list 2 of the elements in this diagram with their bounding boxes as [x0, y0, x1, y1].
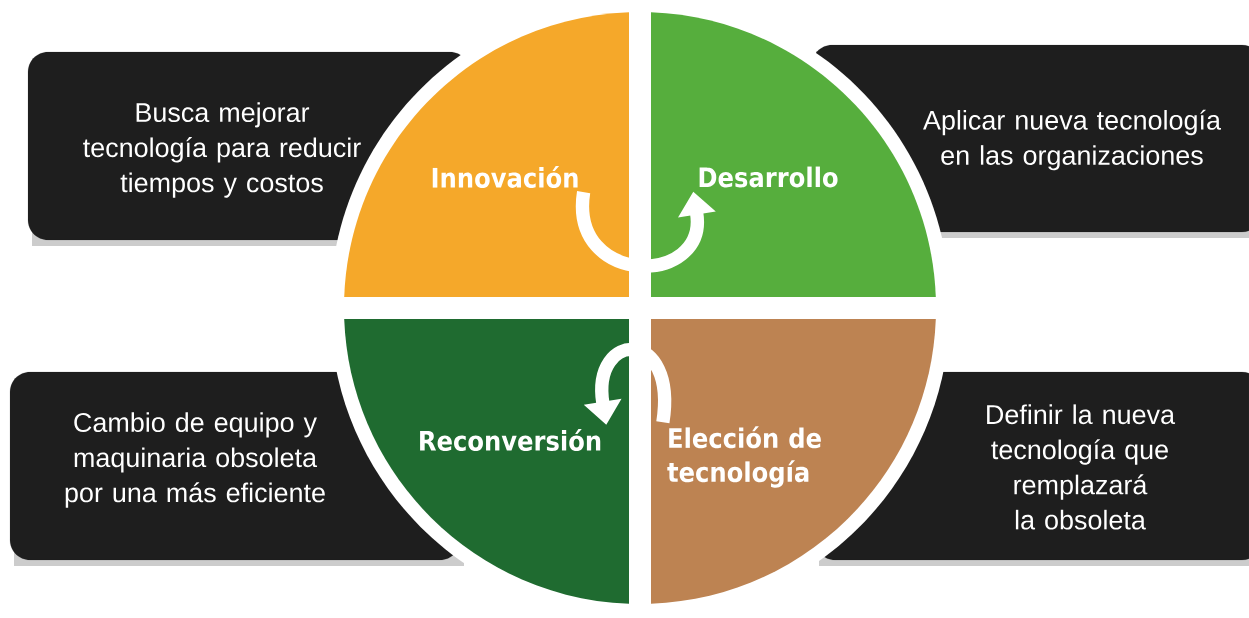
quadrant: Reconversión: [344, 319, 629, 604]
quadrant: Elección de tecnología: [651, 319, 936, 604]
